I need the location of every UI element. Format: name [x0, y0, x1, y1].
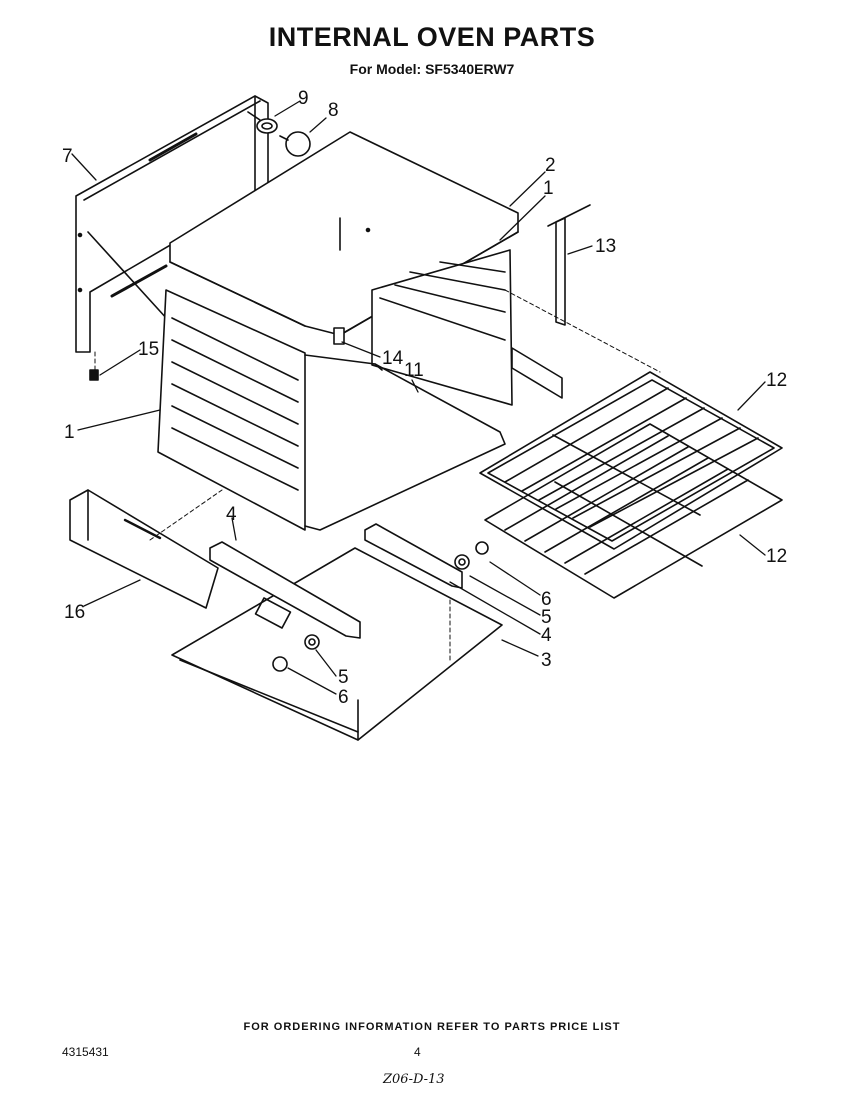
callout-3: 3	[541, 650, 552, 671]
handwritten-code: Z06-D-13	[383, 1072, 445, 1087]
callout-5-right: 5	[541, 607, 552, 628]
callout-6-bottom: 6	[338, 687, 349, 708]
side-trim-part	[547, 204, 591, 326]
callout-9: 9	[298, 88, 309, 109]
ordering-note: FOR ORDERING INFORMATION REFER TO PARTS …	[243, 1021, 621, 1033]
callout-8: 8	[328, 100, 339, 121]
callout-5-bottom: 5	[338, 667, 349, 688]
slide-rail-right-part	[364, 523, 463, 589]
slide-rail-left-part	[209, 541, 361, 639]
oven-rack-lower-part	[484, 423, 783, 599]
model-subtitle: For Model: SF5340ERW7	[349, 61, 515, 77]
screw-left-part	[272, 656, 288, 672]
page-title: INTERNAL OVEN PARTS	[268, 22, 596, 52]
callout-1-left: 1	[64, 422, 75, 443]
oven-floor-part	[304, 354, 506, 531]
callout-13: 13	[595, 236, 616, 257]
roller-left-part	[304, 634, 320, 650]
roller-right-part	[454, 554, 470, 570]
screw-right-part	[475, 541, 489, 555]
light-socket-part	[247, 111, 278, 134]
callout-2: 2	[545, 155, 556, 176]
callout-leader-lines	[71, 100, 766, 695]
left-side-wall-part	[110, 264, 306, 531]
page-number: 4	[414, 1045, 421, 1059]
callout-16: 16	[64, 602, 85, 623]
callout-12-bottom: 12	[766, 546, 787, 567]
callout-12-top: 12	[766, 370, 787, 391]
alignment-lines	[94, 289, 661, 661]
callout-7: 7	[62, 146, 73, 167]
clip-part	[89, 369, 99, 381]
oven-rack-upper-part	[479, 371, 783, 550]
callout-11: 11	[404, 360, 424, 381]
document-number: 4315431	[62, 1045, 109, 1059]
callout-6-right: 6	[541, 589, 552, 610]
callout-1-top: 1	[543, 178, 554, 199]
callout-4-left: 4	[226, 504, 237, 525]
callout-15: 15	[138, 339, 159, 360]
right-side-wall-part	[371, 249, 563, 406]
callout-4-right: 4	[541, 625, 552, 646]
front-vent-trim-part	[69, 489, 219, 609]
callout-14: 14	[382, 348, 404, 369]
light-bulb-part	[279, 131, 311, 157]
bracket-part	[333, 327, 345, 345]
